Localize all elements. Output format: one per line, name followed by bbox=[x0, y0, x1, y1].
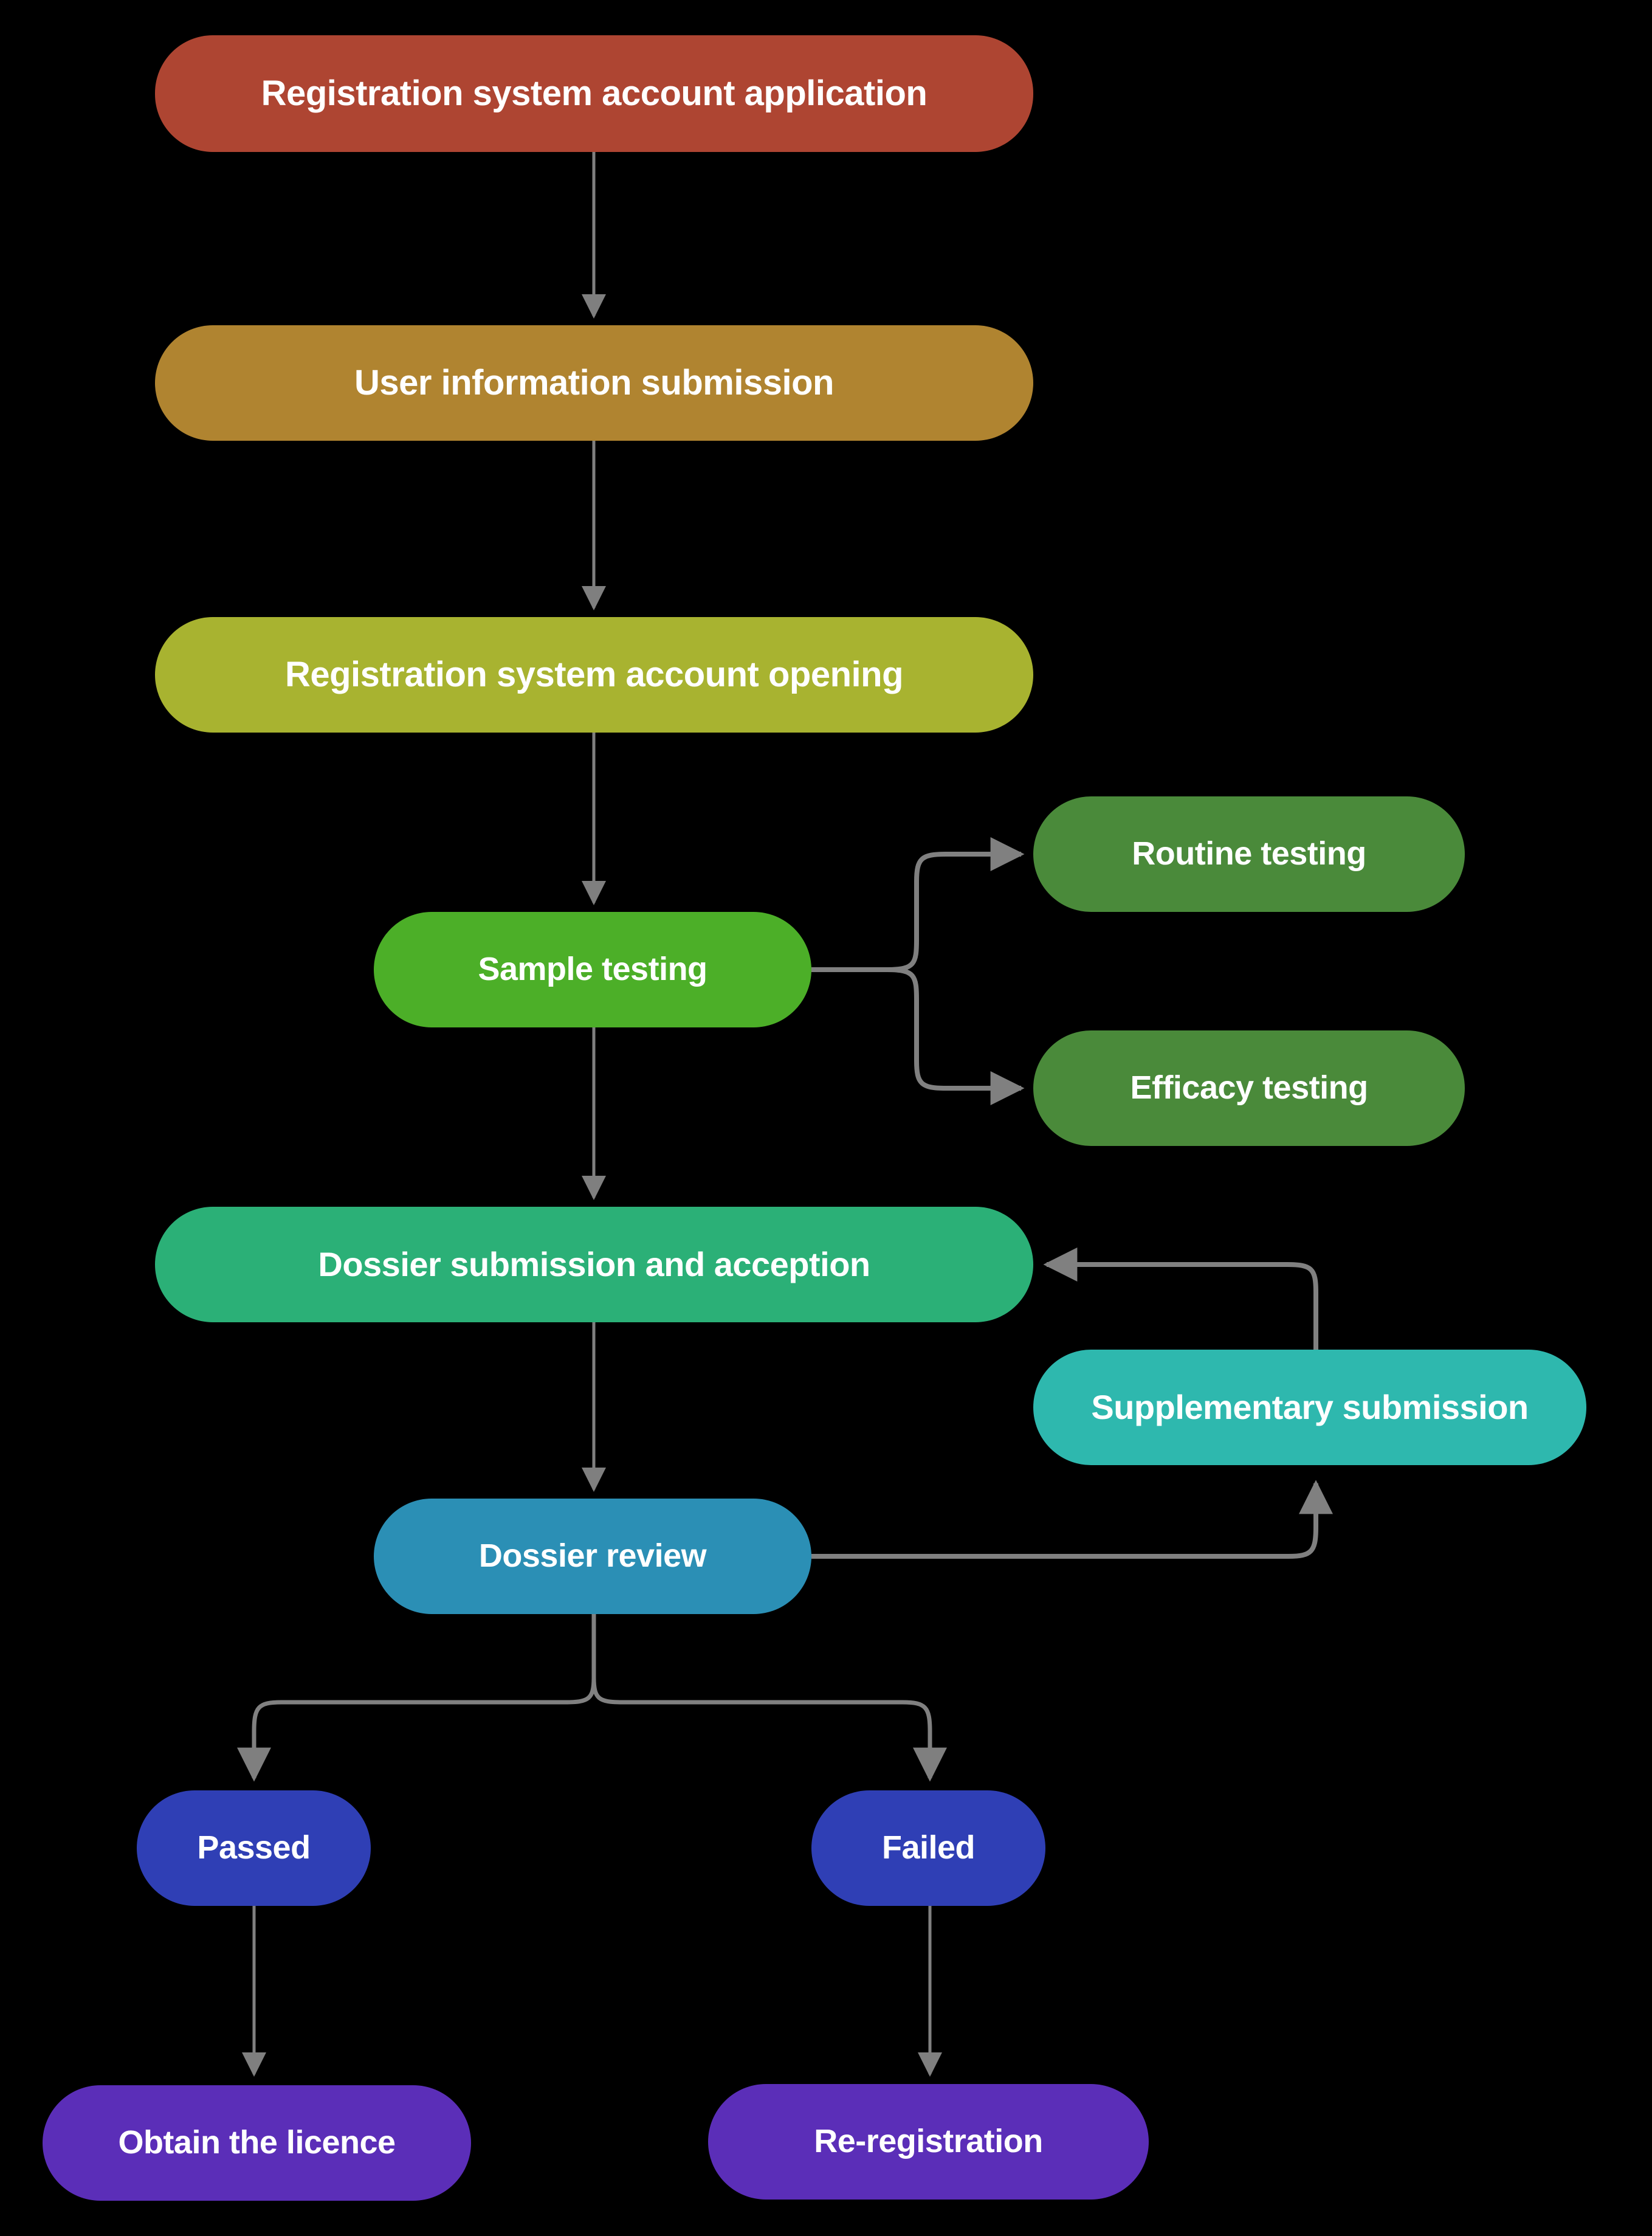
node-label: Failed bbox=[881, 1829, 976, 1866]
node-dossier-review[interactable]: Dossier review bbox=[374, 1499, 811, 1614]
edge-sample-to-efficacy-testing bbox=[887, 967, 1025, 1105]
node-registration-system-account-opening[interactable]: Registration system account opening bbox=[155, 617, 1033, 733]
node-efficacy-testing[interactable]: Efficacy testing bbox=[1033, 1030, 1465, 1146]
node-label: Re-registration bbox=[814, 2123, 1043, 2160]
node-label: Sample testing bbox=[478, 951, 707, 988]
node-dossier-submission-and-acception[interactable]: Dossier submission and acception bbox=[155, 1207, 1033, 1322]
node-label: Dossier review bbox=[478, 1537, 707, 1575]
node-user-information-submission[interactable]: User information submission bbox=[155, 325, 1033, 441]
edge-dossier-review-to-failed bbox=[591, 1677, 947, 1782]
node-registration-system-account-application[interactable]: Registration system account application bbox=[155, 35, 1033, 152]
node-label: Supplementary submission bbox=[1091, 1388, 1529, 1427]
node-label: Obtain the licence bbox=[118, 2124, 396, 2161]
edge-dossier-review-to-supplementary bbox=[811, 1480, 1333, 1559]
edge-supplementary-to-dossier-submission bbox=[1043, 1247, 1318, 1350]
node-sample-testing[interactable]: Sample testing bbox=[374, 912, 811, 1027]
node-re-registration[interactable]: Re-registration bbox=[708, 2084, 1149, 2200]
node-label: Registration system account opening bbox=[284, 655, 904, 695]
node-passed[interactable]: Passed bbox=[137, 1790, 371, 1906]
edge-sample-to-routine-testing bbox=[887, 837, 1025, 972]
node-label: Passed bbox=[197, 1829, 311, 1866]
node-label: Dossier submission and acception bbox=[318, 1245, 870, 1284]
node-label: User information submission bbox=[354, 363, 834, 403]
node-routine-testing[interactable]: Routine testing bbox=[1033, 796, 1465, 912]
node-obtain-the-licence[interactable]: Obtain the licence bbox=[43, 2085, 471, 2201]
edge-dossier-review-to-passed bbox=[237, 1677, 596, 1782]
node-label: Efficacy testing bbox=[1130, 1069, 1368, 1106]
node-failed[interactable]: Failed bbox=[811, 1790, 1045, 1906]
node-supplementary-submission[interactable]: Supplementary submission bbox=[1033, 1350, 1586, 1465]
node-label: Routine testing bbox=[1132, 835, 1366, 872]
node-label: Registration system account application bbox=[261, 74, 928, 114]
